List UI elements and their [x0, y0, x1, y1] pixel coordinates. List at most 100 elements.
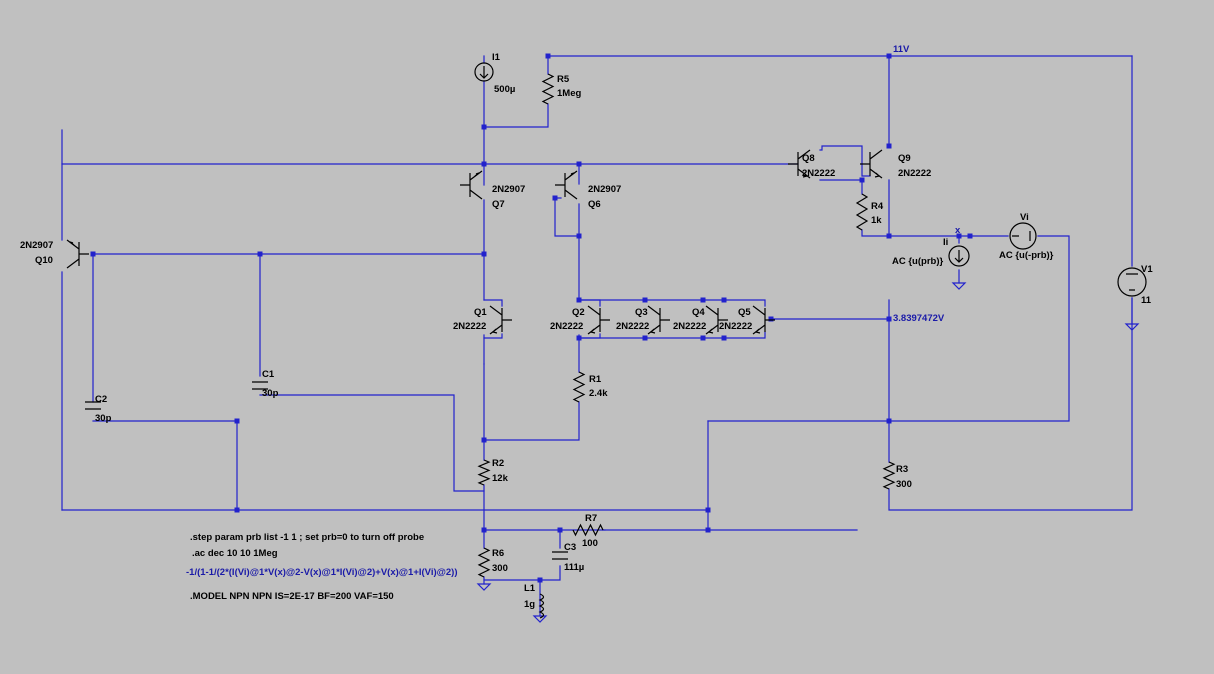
q4-name-label: Q4: [692, 307, 705, 318]
r1-value-label: 2.4k: [589, 388, 608, 399]
step-directive[interactable]: .step param prb list -1 1 ; set prb=0 to…: [190, 532, 425, 543]
junction-dot: [481, 527, 487, 533]
measure-expression[interactable]: -1/(1-1/(2*(I(Vi)@1*V(x)@2-V(x)@1*I(Vi)@…: [186, 567, 458, 578]
junction-dot: [576, 233, 582, 239]
junction-dot: [552, 195, 558, 201]
q10-model-label: 2N2907: [20, 240, 54, 251]
vi-name-label: Vi: [1020, 212, 1029, 223]
c3-capacitor: [552, 551, 568, 560]
wire-49: [578, 331, 766, 339]
wire-36: [888, 179, 1009, 237]
q9-name-label: Q9: [898, 153, 911, 164]
junction-dot: [886, 316, 892, 322]
model-directive[interactable]: .MODEL NPN NPN IS=2E-17 BF=200 VAF=150: [190, 591, 394, 602]
wire-32: [888, 297, 1133, 511]
wire-48: [578, 299, 766, 307]
c3-value-label: 111µ: [564, 562, 585, 573]
junction-dot: [886, 143, 892, 149]
q8-transistor-arrow: [802, 172, 809, 178]
probe-net-label: x: [955, 225, 961, 236]
junction-dot: [642, 297, 648, 303]
ground-symbols: [476, 282, 1140, 623]
r6-value-label: 300: [492, 563, 508, 574]
ii-arrow: [954, 250, 964, 263]
r4-resistor: [855, 193, 869, 231]
wires: [61, 55, 1133, 617]
r6-name-label: R6: [492, 548, 505, 559]
ii-value-label: AC {u(prb)}: [892, 256, 944, 267]
junction-dot: [956, 233, 962, 239]
ground-symbol: [476, 583, 492, 591]
q3-transistor: [647, 305, 670, 335]
i1-arrow: [479, 66, 489, 79]
c2-value-label: 30p: [95, 413, 112, 424]
ac-directive[interactable]: .ac dec 10 10 1Meg: [192, 548, 278, 559]
junction-dot: [886, 418, 892, 424]
q9-transistor-arrow: [874, 172, 881, 178]
wire-20: [259, 394, 485, 492]
q9-model-label: 2N2222: [898, 168, 932, 179]
junction-dot: [886, 53, 892, 59]
junction-dot: [886, 233, 892, 239]
r5-name-label: R5: [557, 74, 570, 85]
q7-name-label: Q7: [492, 199, 505, 210]
r4-value-label: 1k: [871, 215, 882, 226]
r1-resistor: [572, 371, 586, 403]
ii-name-label: Ii: [943, 237, 949, 248]
r7-value-label: 100: [582, 538, 598, 549]
wire-2: [483, 80, 549, 128]
ground-symbol: [532, 615, 548, 623]
junction-dot: [576, 335, 582, 341]
wire-38: [861, 229, 890, 237]
junction-dot: [545, 53, 551, 59]
c2-name-label: C2: [95, 394, 108, 405]
q7-transistor: [460, 170, 483, 200]
q7-model-label: 2N2907: [492, 184, 526, 195]
junction-dot: [576, 161, 582, 167]
junction-dot: [642, 335, 648, 341]
ground-symbol: [951, 282, 967, 290]
r3-value-label: 300: [896, 479, 912, 490]
q9-transistor: [860, 149, 883, 179]
q6-transistor-arrow: [569, 172, 575, 177]
junction-dot: [481, 161, 487, 167]
v1-name-label: V1: [1141, 264, 1153, 275]
q10-transistor: [66, 239, 89, 269]
c3-name-label: C3: [564, 542, 577, 553]
junction-dot: [721, 297, 727, 303]
q3-model-label: 2N2222: [616, 321, 650, 332]
junction-dot: [481, 124, 487, 130]
junction-dot: [700, 335, 706, 341]
q10-name-label: Q10: [35, 255, 53, 266]
q1-model-label: 2N2222: [453, 321, 487, 332]
q1-transistor-arrow: [491, 328, 498, 334]
r4-name-label: R4: [871, 201, 884, 212]
q4-transistor: [705, 305, 728, 335]
q8-model-label: 2N2222: [802, 168, 836, 179]
junction-dot: [557, 527, 563, 533]
r6-resistor: [477, 547, 491, 578]
q8-transistor: [788, 149, 811, 179]
r2-name-label: R2: [492, 458, 505, 469]
q1-transistor: [489, 305, 512, 335]
vi-voltage-source: [1009, 222, 1037, 250]
q5-transistor-arrow: [754, 328, 761, 334]
c1-value-label: 30p: [262, 388, 279, 399]
wire-50: [483, 299, 503, 307]
r7-name-label: R7: [585, 513, 598, 524]
q7-transistor-arrow: [474, 172, 480, 177]
wire-26: [539, 565, 561, 581]
r2-value-label: 12k: [492, 473, 508, 484]
wire-46: [578, 299, 601, 307]
r2-resistor: [477, 459, 491, 486]
junction-dot: [700, 297, 706, 303]
junction-dot: [481, 251, 487, 257]
q2-transistor-arrow: [589, 328, 596, 334]
wire-42: [819, 145, 871, 177]
q6-transistor: [555, 170, 578, 200]
wire-15: [483, 401, 580, 441]
q2-model-label: 2N2222: [550, 321, 584, 332]
junctions: [90, 53, 973, 583]
q5-transistor: [752, 305, 775, 335]
